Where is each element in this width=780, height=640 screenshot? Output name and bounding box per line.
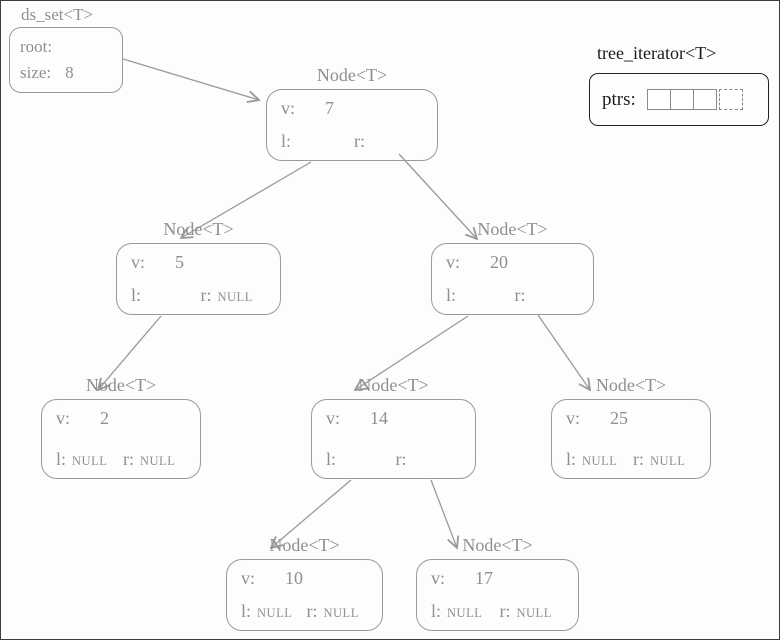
r-label: r:: [514, 285, 526, 305]
node-value: 20: [490, 252, 509, 272]
v-label: v:: [566, 408, 581, 428]
node-box: v: 7 l: r:: [266, 89, 438, 161]
r-label: r:: [200, 285, 212, 305]
node-value: 2: [100, 408, 110, 428]
node-value: 7: [325, 98, 335, 118]
node-box: v: 17 l: NULL r: NULL: [416, 559, 579, 631]
node-box: v: 5 l: r: NULL: [116, 243, 281, 315]
tree-node-17: Node<T> v: 17 l: NULL r: NULL: [416, 533, 579, 631]
node-box: v: 2 l: NULL r: NULL: [41, 399, 201, 479]
r-value: NULL: [516, 606, 552, 620]
l-value: NULL: [447, 606, 483, 620]
tree-node-2: Node<T> v: 2 l: NULL r: NULL: [41, 373, 201, 479]
tree-node-20: Node<T> v: 20 l: r:: [431, 217, 594, 315]
ptr-cell: [646, 89, 671, 110]
v-label: v:: [446, 252, 461, 272]
l-value: NULL: [257, 606, 293, 620]
node-title: Node<T>: [316, 65, 388, 85]
tree-node-7: Node<T> v: 7 l: r:: [266, 63, 438, 161]
r-label: r:: [354, 131, 365, 151]
size-value: 8: [65, 63, 74, 82]
r-label: r:: [306, 601, 318, 621]
l-label: l:: [446, 285, 457, 305]
node-value: 14: [370, 408, 389, 428]
v-label: v:: [431, 568, 446, 588]
node-value: 5: [175, 252, 185, 272]
l-label: l:: [241, 601, 252, 621]
ptr-cell-dashed: [718, 89, 743, 110]
edge-root-to-7: [122, 58, 259, 100]
root-label: root:: [20, 37, 53, 56]
r-label: r:: [123, 449, 134, 469]
ptrs-label: ptrs:: [602, 88, 636, 110]
node-title: Node<T>: [269, 535, 340, 555]
node-value: 10: [285, 568, 304, 588]
node-box: v: 25 l: NULL r: NULL: [551, 399, 711, 479]
node-value: 25: [610, 408, 629, 428]
v-label: v:: [281, 98, 296, 118]
r-label: r:: [633, 449, 644, 469]
l-value: NULL: [582, 454, 618, 468]
l-label: l:: [131, 285, 142, 305]
iterator-box: ptrs:: [589, 73, 769, 126]
tree-node-14: Node<T> v: 14 l: r:: [311, 373, 476, 479]
ptr-cells: [646, 89, 743, 110]
v-label: v:: [241, 568, 256, 588]
node-title: Node<T>: [358, 375, 429, 395]
set-box: root: size: 8: [9, 27, 123, 93]
iterator-title: tree_iterator<T>: [597, 43, 717, 63]
v-label: v:: [326, 408, 341, 428]
node-value: 17: [475, 568, 494, 588]
ptr-cell: [692, 89, 717, 110]
size-label: size:: [20, 63, 52, 82]
l-value: NULL: [72, 454, 108, 468]
r-value: NULL: [140, 454, 176, 468]
node-title: Node<T>: [85, 375, 157, 395]
v-label: v:: [131, 252, 146, 272]
l-label: l:: [56, 449, 67, 469]
l-label: l:: [281, 131, 292, 151]
r-label: r:: [499, 601, 511, 621]
node-box: v: 10 l: NULL r: NULL: [226, 559, 383, 631]
tree-node-5: Node<T> v: 5 l: r: NULL: [116, 217, 281, 315]
v-label: v:: [56, 408, 71, 428]
node-title: Node<T>: [163, 219, 234, 239]
r-value: NULL: [217, 290, 253, 304]
node-title: Node<T>: [477, 219, 548, 239]
r-value: NULL: [650, 454, 686, 468]
node-title: Node<T>: [462, 535, 533, 555]
tree-node-25: Node<T> v: 25 l: NULL r: NULL: [551, 373, 711, 479]
ptr-cell: [669, 89, 694, 110]
l-label: l:: [326, 449, 337, 469]
l-label: l:: [566, 449, 577, 469]
node-box: v: 20 l: r:: [431, 243, 594, 315]
tree-node-10: Node<T> v: 10 l: NULL r: NULL: [226, 533, 383, 631]
node-box: v: 14 l: r:: [311, 399, 476, 479]
set-title: ds_set<T>: [21, 5, 94, 24]
l-label: l:: [431, 601, 442, 621]
r-value: NULL: [323, 606, 359, 620]
node-title: Node<T>: [595, 375, 667, 395]
r-label: r:: [395, 449, 407, 469]
